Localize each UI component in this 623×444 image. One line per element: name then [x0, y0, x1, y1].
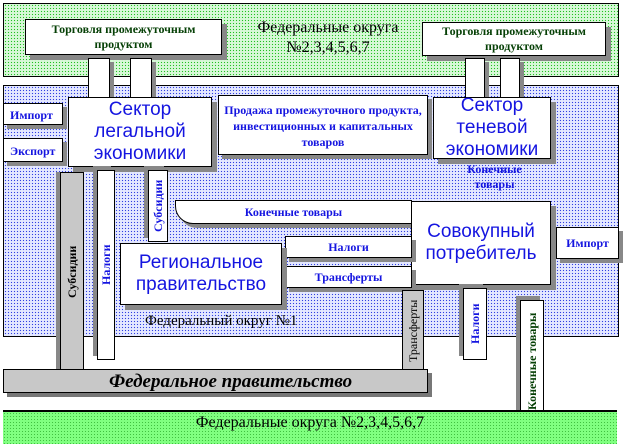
final-goods-bottom-arrow: Конечные товары — [520, 300, 544, 422]
transfers-federal-arrow: Трансферты — [402, 290, 424, 372]
sale-arrow: Продажа промежуточного продукта, инвести… — [218, 95, 428, 155]
taxes-consumer-arrow: Налоги — [463, 288, 487, 360]
transfers-regional-arrow: Трансферты — [285, 266, 412, 288]
federal-gov-bar: Федеральное правительство — [3, 369, 428, 393]
export-left-arrow: Экспорт — [3, 138, 63, 162]
trade-right-arrow — [465, 58, 485, 100]
final-goods-legal-arrow: Конечные товары — [175, 200, 412, 224]
subsidies-regional-arrow: Субсидии — [148, 170, 168, 242]
subsidies-federal-arrow: Субсидии — [60, 172, 84, 372]
district1-label: Федеральный округ №1 — [145, 313, 298, 329]
trade-left-box: Торговля промежуточным продуктом — [25, 19, 222, 55]
bottom-districts-label: Федеральные округа №2,3,4,5,6,7 — [195, 414, 425, 431]
trade-left-arrow — [88, 58, 110, 100]
trade-right-arrow-2 — [500, 58, 520, 100]
legal-sector-box: Сектор легальной экономики — [68, 97, 212, 167]
bottom-districts-band — [3, 410, 617, 444]
taxes-regional-arrow: Налоги — [285, 236, 412, 258]
consumer-box: Совокупный потребитель — [411, 201, 551, 285]
top-districts-label: Федеральные округа №2,3,4,5,6,7 — [257, 19, 399, 56]
final-goods-shadow-label: Конечные товары — [467, 162, 522, 191]
shadow-sector-box: Сектор теневой экономики — [433, 95, 551, 160]
import-right-arrow: Импорт — [556, 227, 619, 259]
trade-right-box: Торговля промежуточным продуктом — [422, 22, 606, 56]
trade-left-arrow-2 — [130, 58, 152, 100]
import-left-arrow: Импорт — [3, 103, 63, 125]
regional-gov-box: Региональное правительство — [120, 243, 282, 305]
taxes-federal-arrow: Налоги — [97, 170, 115, 360]
